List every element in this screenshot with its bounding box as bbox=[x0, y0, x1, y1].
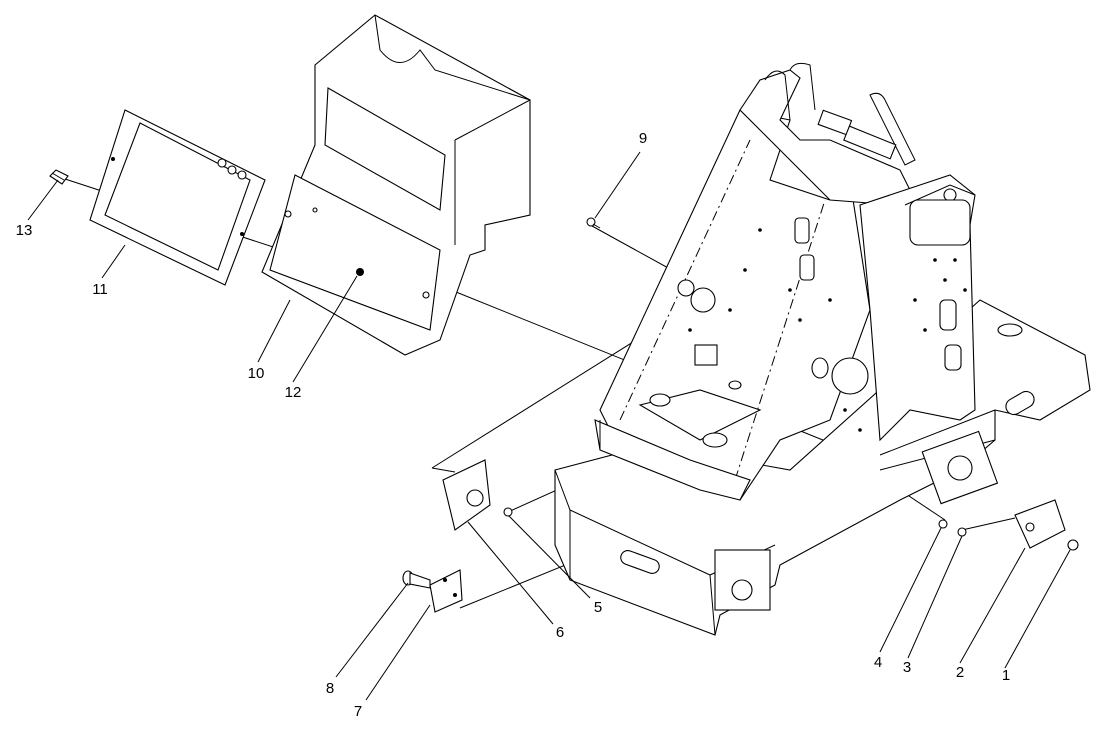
callout-10: 10 bbox=[248, 365, 265, 382]
callout-5: 5 bbox=[594, 599, 602, 616]
part-4-washer bbox=[938, 519, 948, 529]
part-6-cover-plate bbox=[442, 459, 491, 531]
callout-4: 4 bbox=[874, 654, 882, 671]
leader-lines bbox=[27, 151, 1071, 701]
callout-11: 11 bbox=[92, 281, 108, 298]
part-13-screw bbox=[49, 169, 69, 185]
callout-12: 12 bbox=[285, 384, 302, 401]
part-9-screw bbox=[586, 217, 601, 229]
part-11-bezel bbox=[89, 109, 266, 286]
part-12-nut bbox=[356, 268, 364, 276]
callout-3: 3 bbox=[903, 659, 911, 676]
callout-7: 7 bbox=[354, 703, 362, 720]
callout-2: 2 bbox=[956, 664, 964, 681]
part-5-nut bbox=[503, 507, 513, 517]
part-10-dash-housing bbox=[261, 14, 531, 356]
callout-9: 9 bbox=[639, 130, 647, 147]
part-2-bracket bbox=[1014, 499, 1066, 549]
callout-1: 1 bbox=[1002, 667, 1010, 684]
frame-holes bbox=[688, 228, 967, 432]
callout-13: 13 bbox=[16, 222, 33, 239]
main-frame bbox=[554, 62, 1091, 636]
part-7-bracket bbox=[429, 569, 463, 613]
part-8-bolt bbox=[402, 570, 431, 589]
callouts: 1 2 3 4 5 6 7 8 9 10 11 12 13 bbox=[16, 130, 1011, 720]
part-1-bolt bbox=[1067, 539, 1079, 551]
callout-6: 6 bbox=[556, 624, 564, 641]
part-3-nut bbox=[957, 527, 967, 537]
callout-8: 8 bbox=[326, 680, 334, 697]
